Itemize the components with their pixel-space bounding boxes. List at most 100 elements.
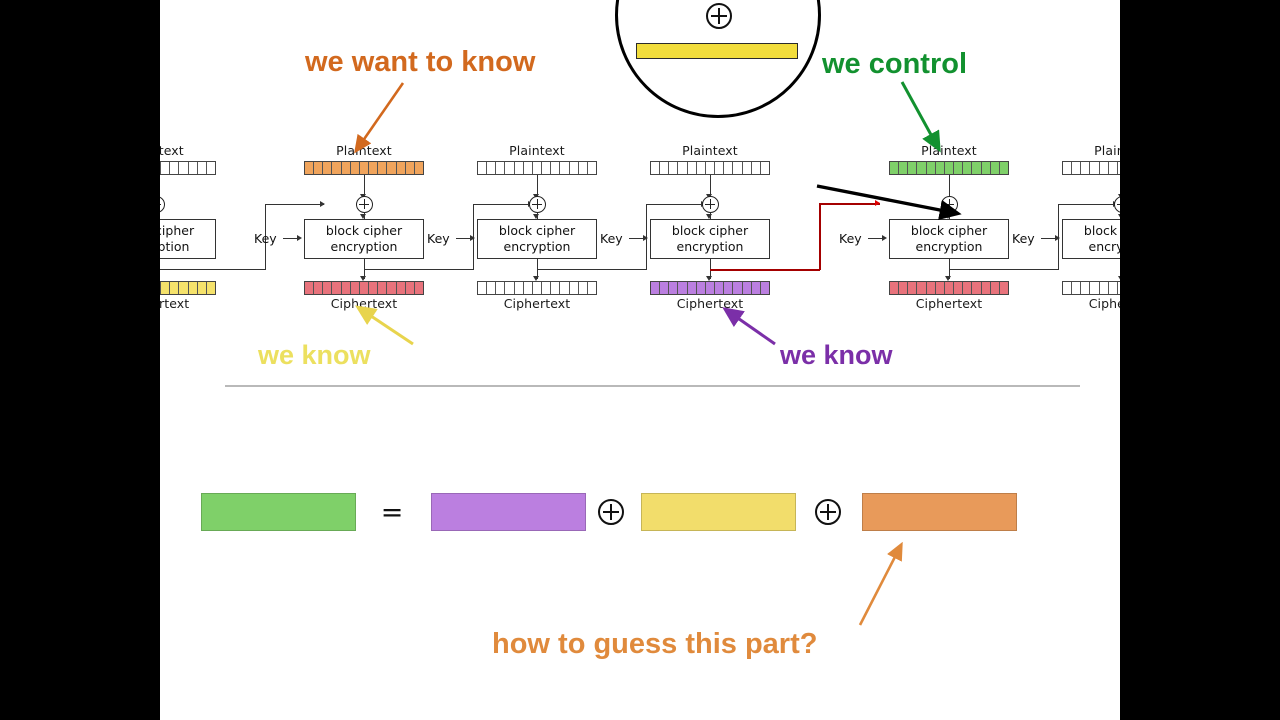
plaintext-label: Plaintext [921, 143, 977, 158]
ciphertext-bits-1 [160, 281, 216, 295]
ciphertext-bits-6 [1062, 281, 1120, 295]
ciphertext-label: Ciphertext [1088, 296, 1120, 311]
ciphertext-bits-2-red [304, 281, 424, 295]
plaintext-label: Plaintext [509, 143, 565, 158]
feedback-arrow [320, 200, 325, 207]
key-label-5: Key [839, 231, 862, 246]
cipher-line-2: encryption [915, 239, 983, 254]
cipher-line-1: block cipher [160, 223, 195, 239]
equation-xor-icon-1 [598, 499, 624, 525]
xor-gate-5 [941, 196, 958, 213]
ciphertext-bits-5-red [889, 281, 1009, 295]
feedback-h2 [646, 204, 705, 205]
plaintext-bits-4 [650, 161, 770, 175]
cipher-line-2: encryption [330, 239, 398, 254]
xor-gate-6 [1114, 196, 1120, 213]
ciphertext-label: Ciphertext [915, 296, 983, 311]
xor-gate-4 [702, 196, 719, 213]
xor-gate-3 [529, 196, 546, 213]
key-arrow-4 [643, 234, 648, 241]
cbc-block-3: Plaintext block cipher encryption Cipher… [427, 0, 706, 330]
plaintext-label: Plaintext [160, 143, 184, 158]
plaintext-label: Plaintext [682, 143, 738, 158]
key-label-2: Key [254, 231, 277, 246]
key-arrow-3 [470, 234, 475, 241]
plaintext-bits-2-orange [304, 161, 424, 175]
cipher-line-2: encryption [160, 239, 190, 254]
xor-to-box-arrow [706, 214, 713, 219]
annotation-we-want-to-know: we want to know [305, 46, 536, 78]
xor-to-box-arrow [360, 214, 367, 219]
plaintext-bits-1 [160, 161, 216, 175]
cipher-line-2: encryption [676, 239, 744, 254]
annotation-we-know-yellow: we know [258, 340, 371, 370]
box-to-ct-arrow [1118, 276, 1120, 281]
key-arrow-6 [1055, 234, 1060, 241]
cipher-line-2: encryption [1088, 239, 1120, 254]
ciphertext-label: Ciphertext [676, 296, 744, 311]
arrow-how-to-guess [858, 541, 903, 626]
feedback-h2 [473, 204, 532, 205]
feedback-h1 [949, 269, 1059, 270]
annotation-how-to-guess: how to guess this part? [492, 628, 818, 660]
xor-to-box-arrow [533, 214, 540, 219]
xor-gate-2 [356, 196, 373, 213]
cipher-line-1: block cipher [325, 223, 403, 239]
key-label-6: Key [1012, 231, 1035, 246]
cipher-line-1: block cipher [671, 223, 749, 239]
cbc-block-6: Plaintext block cipher encryption Cipher… [1012, 0, 1120, 330]
feedback-h1 [537, 269, 647, 270]
ciphertext-label: Ciphertext [330, 296, 398, 311]
feedback-h1-highlight [710, 269, 820, 271]
annotation-we-control: we control [822, 48, 968, 80]
pt-to-xor-line [537, 175, 538, 197]
cbc-block-2: Plaintext block cipher encryption Cipher… [254, 0, 533, 330]
pt-to-xor-line [710, 175, 711, 197]
block-cipher-encryption-6: block cipher encryption [1062, 219, 1120, 259]
ciphertext-bits-3 [477, 281, 597, 295]
key-line-3 [456, 238, 472, 239]
feedback-h2 [265, 204, 324, 205]
ciphertext-bits-4-purple [650, 281, 770, 295]
equation-equals-sign: = [380, 496, 404, 528]
block-cipher-encryption-3: block cipher encryption [477, 219, 597, 259]
block-cipher-encryption-4: block cipher encryption [650, 219, 770, 259]
ciphertext-label: Ciphertext [160, 296, 190, 311]
xor-to-box-arrow [1118, 214, 1120, 219]
cipher-line-1: block cipher [498, 223, 576, 239]
equation-yellow-bar [641, 493, 796, 531]
block-cipher-encryption-1: block cipher encryption [160, 219, 216, 259]
key-label-4: Key [600, 231, 623, 246]
ciphertext-label: Ciphertext [503, 296, 571, 311]
feedback-h1 [160, 269, 266, 270]
equation-orange-bar [862, 493, 1017, 531]
key-label-3: Key [427, 231, 450, 246]
plaintext-label: Plaintext [1094, 143, 1120, 158]
box-to-ct-arrow [360, 276, 367, 281]
plaintext-bits-5-green [889, 161, 1009, 175]
feedback-h2 [1058, 204, 1117, 205]
cipher-line-2: encryption [503, 239, 571, 254]
block-cipher-encryption-5: block cipher encryption [889, 219, 1009, 259]
annotation-we-know-purple: we know [780, 340, 893, 370]
block-cipher-encryption-2: block cipher encryption [304, 219, 424, 259]
pt-to-xor-line [364, 175, 365, 197]
equation-green-bar [201, 493, 356, 531]
feedback-v1-highlight [819, 203, 821, 270]
cipher-line-1: block cipher [1083, 223, 1120, 239]
feedback-h1 [364, 269, 474, 270]
cipher-line-1: block cipher [910, 223, 988, 239]
cbc-block-4: Plaintext block cipher encryption Cipher… [600, 0, 880, 330]
key-line-2 [283, 238, 299, 239]
magnified-xor-icon [706, 3, 732, 29]
section-divider [225, 385, 1080, 387]
plaintext-bits-6 [1062, 161, 1120, 175]
pt-to-xor-line [949, 175, 950, 197]
key-line-6 [1041, 238, 1057, 239]
box-to-ct-arrow [945, 276, 952, 281]
key-arrow-5 [882, 234, 887, 241]
magnified-yellow-bar [636, 43, 798, 59]
cbc-block-1: Plaintext block cipher encryption Cipher… [160, 0, 325, 330]
plaintext-label: Plaintext [336, 143, 392, 158]
